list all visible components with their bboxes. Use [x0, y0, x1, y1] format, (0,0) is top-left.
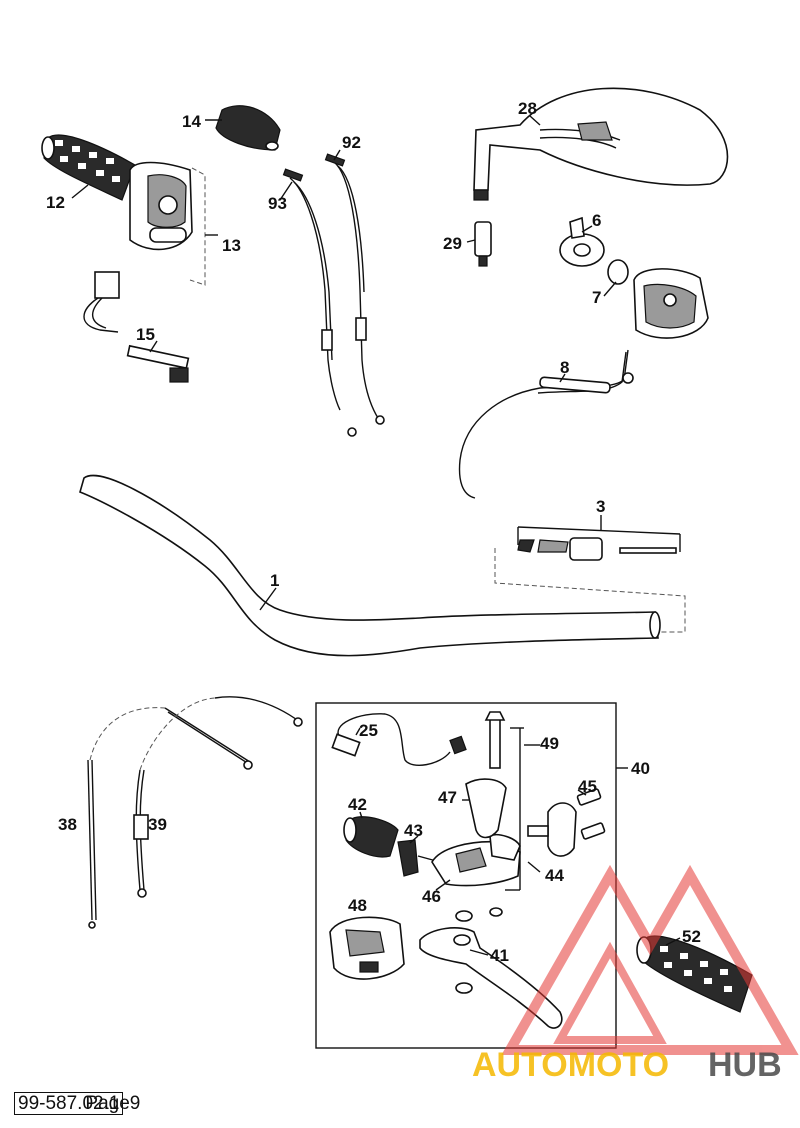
watermark-logo — [501, 864, 799, 1055]
label-p48: 48 — [348, 896, 367, 915]
label-p28: 28 — [518, 99, 537, 118]
label-p52: 52 — [682, 927, 701, 946]
label-p3: 3 — [596, 497, 605, 516]
brake-lever — [419, 927, 563, 1029]
lever-guard — [329, 916, 405, 980]
label-p1: 1 — [270, 571, 279, 590]
label-p41: 41 — [490, 946, 509, 965]
label-p8: 8 — [560, 358, 569, 377]
lever-holder — [431, 833, 521, 887]
bar-end-set — [494, 515, 686, 633]
part-labels: 1 3 6 7 8 12 13 14 15 25 28 29 38 39 40 … — [46, 99, 701, 965]
leader-lines — [71, 115, 681, 956]
watermark-text-b: HUB — [708, 1046, 782, 1084]
label-p43: 43 — [404, 821, 423, 840]
label-p92: 92 — [342, 133, 361, 152]
label-p14: 14 — [182, 112, 201, 131]
grip-cover — [215, 105, 281, 151]
watermark-text-a: AUTOMOTO — [472, 1046, 669, 1084]
label-p39: 39 — [148, 815, 167, 834]
label-p42: 42 — [348, 795, 367, 814]
label-p40: 40 — [631, 759, 650, 778]
label-p15: 15 — [136, 325, 155, 344]
page-label: Page9 — [85, 1093, 141, 1114]
label-p49: 49 — [540, 734, 559, 753]
label-p29: 29 — [443, 234, 462, 253]
label-p45: 45 — [578, 777, 597, 796]
throttle-cables — [282, 153, 385, 437]
mirror-adapter — [474, 221, 492, 267]
adjuster-knob — [343, 816, 399, 858]
adjuster-screw — [397, 839, 441, 877]
label-p46: 46 — [422, 887, 441, 906]
label-p12: 12 — [46, 193, 65, 212]
label-p47: 47 — [438, 788, 457, 807]
page-footer: 99-587.02.1Page9 — [14, 1092, 141, 1115]
switch-housing — [633, 268, 709, 339]
watermark-text: AUTOMOTO HUB — [472, 1046, 782, 1084]
throttle-grip — [41, 134, 136, 201]
choke-cable — [458, 349, 634, 499]
o-ring — [607, 259, 629, 285]
clamp — [527, 802, 577, 857]
label-p7: 7 — [592, 288, 601, 307]
kill-switch — [83, 271, 190, 383]
washers — [455, 907, 503, 994]
label-p44: 44 — [545, 866, 564, 885]
doc-code: 99-587.02.1 — [14, 1092, 124, 1115]
brake-light-switch — [331, 713, 467, 766]
mirror — [473, 87, 729, 201]
label-p13: 13 — [222, 236, 241, 255]
handlebar — [79, 474, 661, 657]
throttle-housing — [129, 161, 218, 286]
clamp-bolts — [576, 788, 606, 840]
label-p25: 25 — [359, 721, 378, 740]
label-p93: 93 — [268, 194, 287, 213]
clutch-cables — [87, 696, 303, 929]
lever-bracket — [465, 778, 507, 839]
bolt-pivot — [484, 711, 524, 891]
label-p6: 6 — [592, 211, 601, 230]
label-p38: 38 — [58, 815, 77, 834]
choke-lever — [559, 216, 605, 267]
